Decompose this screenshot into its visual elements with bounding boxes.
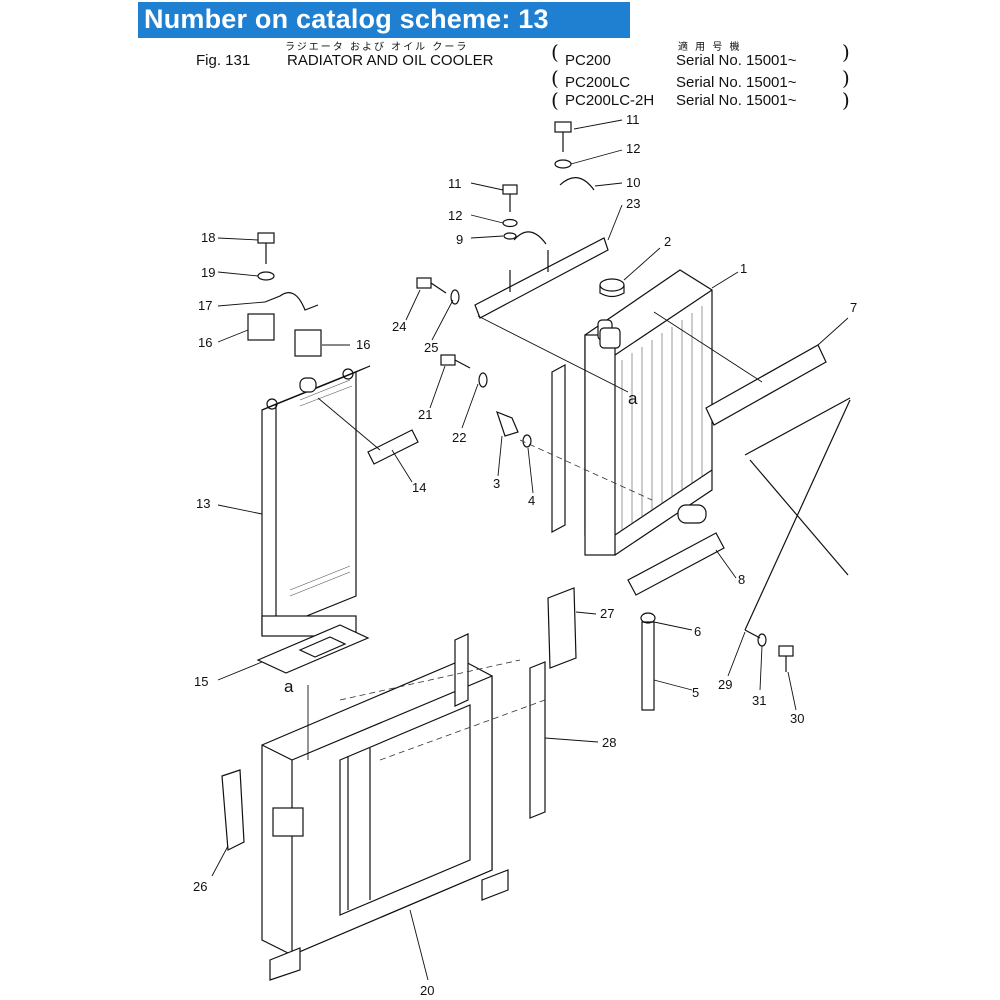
radiator-frame [261,633,509,981]
callout-5: 5 [692,685,699,700]
oil-cooler [261,365,371,637]
callout-15: 15 [194,674,208,689]
model-serial: Serial No. 15001~ [676,52,797,69]
callout-16: 16 [356,337,370,352]
model-serial: Serial No. 15001~ [676,92,797,109]
callout-8: 8 [738,572,745,587]
callout-12: 12 [626,141,640,156]
seal [547,587,577,669]
reference-mark-a: a [628,389,638,408]
callout-22: 22 [452,430,466,445]
callout-2: 2 [664,234,671,249]
model-name: PC200LC-2H [565,92,655,109]
callout-24: 24 [392,319,406,334]
bolts [257,121,794,672]
callout-19: 19 [201,265,215,280]
callout-23: 23 [626,196,640,211]
gasket [256,624,370,674]
callout-18: 18 [201,230,215,245]
paren-close: ) [842,40,850,64]
reference-mark-a: a [284,677,294,696]
seal [367,429,419,465]
callout-12: 12 [448,208,462,223]
support-bracket [474,237,609,319]
callout-30: 30 [790,711,804,726]
seal [627,532,725,596]
callout-17: 17 [198,298,212,313]
seal [221,769,245,851]
model-name: PC200LC [565,74,631,91]
catalog-scheme-banner: Number on catalog scheme: 13 [138,2,630,38]
callout-31: 31 [752,693,766,708]
callout-21: 21 [418,407,432,422]
callout-7: 7 [850,300,857,315]
seal [705,344,827,426]
callout-20: 20 [420,983,434,998]
callout-11: 11 [448,176,462,191]
model-serial: Serial No. 15001~ [676,74,797,91]
paren-close: ) [842,66,850,90]
callout-13: 13 [196,496,210,511]
callout-10: 10 [626,175,640,190]
callout-9: 9 [456,232,463,247]
radiator [584,269,713,556]
callout-14: 14 [412,480,426,495]
callout-16: 16 [198,335,212,350]
paren-close: ) [842,88,850,112]
model-name: PC200 [565,52,611,69]
seal [529,661,546,819]
callout-3: 3 [493,476,500,491]
paren-open: ( [551,66,559,90]
applicable-serials-japanese: 適 用 号 機 [678,42,742,53]
paren-open: ( [551,40,559,64]
callout-27: 27 [600,606,614,621]
hose [641,621,655,711]
figure-title: RADIATOR AND OIL COOLER [287,52,494,69]
drain-valve [496,410,519,437]
callout-28: 28 [602,735,616,750]
paren-open: ( [551,88,559,112]
callout-25: 25 [424,340,438,355]
callout-11: 11 [626,112,640,127]
clamp [559,177,595,191]
radiator-cap [599,278,625,292]
callout-26: 26 [193,879,207,894]
callout-1: 1 [740,261,747,276]
callout-29: 29 [718,677,732,692]
title-japanese: ラジエータ および オイル クーラ [285,42,469,53]
stay-rod [744,397,851,639]
callout-4: 4 [528,493,535,508]
catalog-scheme-number: Number on catalog scheme: 13 [144,4,549,34]
callout-6: 6 [694,624,701,639]
cushion [247,313,275,341]
figure-number: Fig. 131 [196,52,251,69]
